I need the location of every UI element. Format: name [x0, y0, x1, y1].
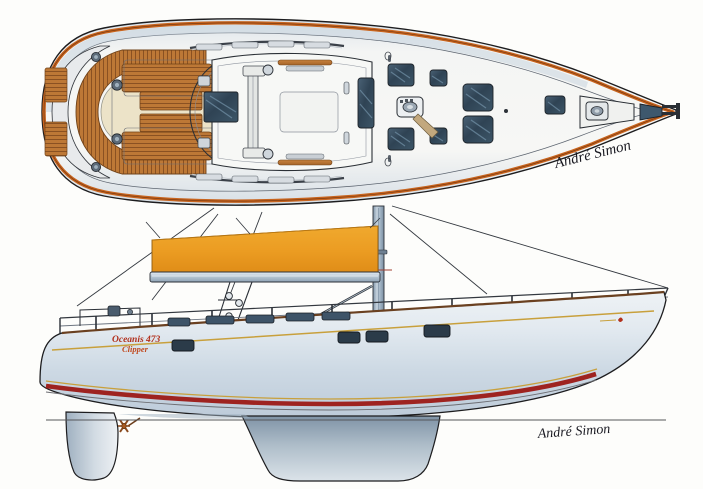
deck-hatches: [387, 63, 566, 151]
coachroof-handrails: [277, 59, 333, 166]
deck-plan-view: André Simon: [41, 18, 680, 206]
lazy-jack-lines: [145, 217, 381, 239]
hull-model-variant: Clipper: [122, 344, 149, 354]
bow-roller: [639, 103, 663, 121]
inner-forestay: [389, 213, 488, 295]
boot-stripe-gold-accent: [45, 368, 598, 400]
side-deck-strips: [195, 40, 331, 184]
hull-portlights: [171, 324, 451, 352]
hull-shadow-port: [46, 24, 588, 112]
coachroof-windows: [203, 91, 239, 123]
hull-model-name: Oceanis 473: [112, 335, 161, 345]
cockpit-teak-coaming: [75, 49, 207, 175]
toe-rail-port-edge: [43, 22, 674, 113]
anchor-windlass: [396, 96, 439, 139]
boot-stripe-red: [45, 371, 597, 407]
profile-cockpit-detail: [79, 305, 141, 326]
coachroof-fittings: [279, 81, 350, 145]
mast-step: [262, 64, 274, 160]
backstay: [76, 207, 215, 307]
sliding-companionway: [242, 65, 266, 159]
toe-rail-starboard-edge: [43, 111, 674, 202]
coachroof-inner-line: [217, 60, 367, 164]
upper-lifeline: [59, 287, 669, 319]
deck-fittings: [384, 51, 508, 167]
forestay: [391, 205, 669, 289]
transom-teak-steps: [44, 67, 68, 157]
profile-toe-rail: [61, 290, 665, 335]
profile-view: Oceanis 473 Clipper André Simon: [39, 205, 669, 482]
boom: [149, 271, 381, 283]
bow-logo-mark: [599, 317, 623, 322]
boot-stripe-lower-edge: [45, 379, 597, 411]
anchor-chain-run: [412, 113, 439, 139]
deck-edge-line-starboard: [55, 111, 655, 192]
sail-cover-top-edge: [151, 225, 379, 241]
profile-deck-hatches: [167, 311, 351, 327]
cockpit-benches: [121, 63, 213, 161]
propeller: [118, 417, 141, 433]
cockpit-winches: [91, 52, 123, 172]
underbody-shadow: [118, 414, 250, 419]
bow-anchor-fitting: [579, 95, 680, 129]
hull-window-long-port: [357, 77, 375, 129]
spade-rudder: [65, 411, 119, 481]
profile-signature: André Simon: [536, 422, 611, 442]
fin-keel: [241, 415, 441, 482]
